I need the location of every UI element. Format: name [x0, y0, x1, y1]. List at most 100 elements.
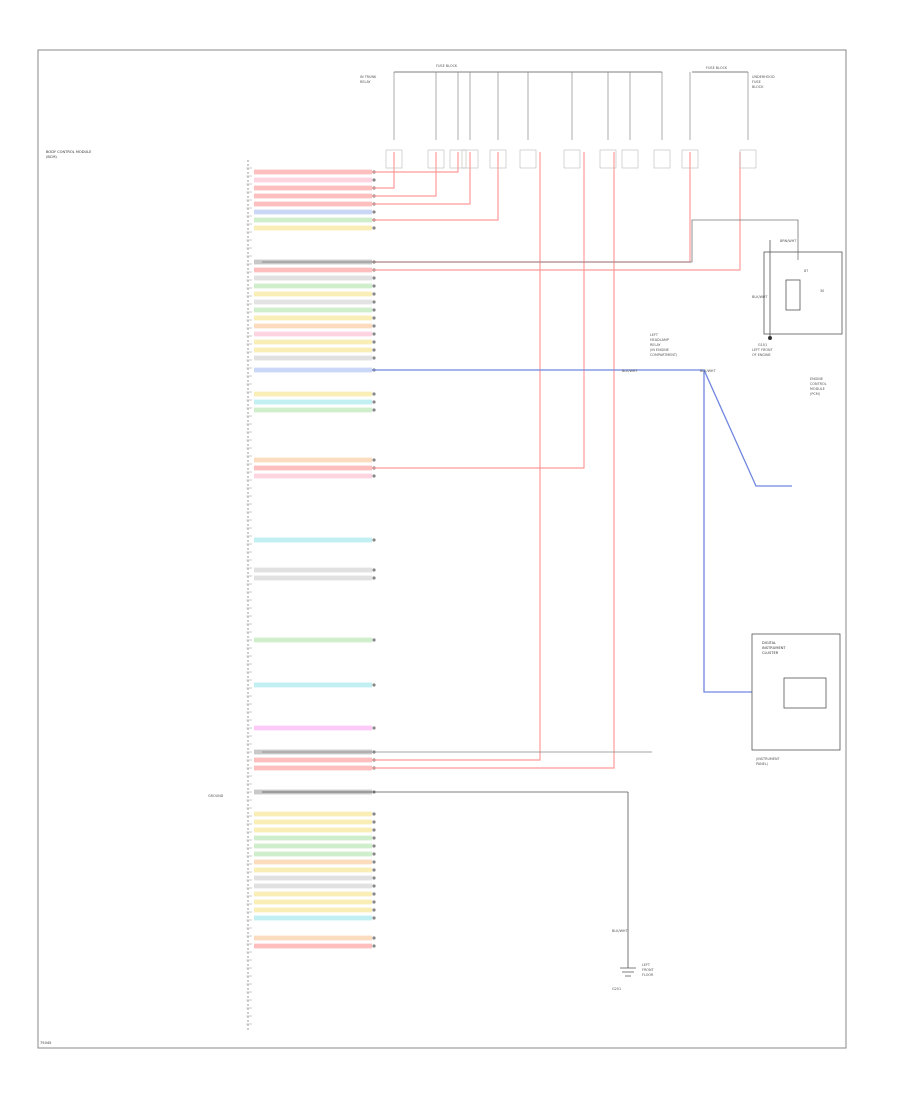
fuse-box-right-line3: BLOCK: [752, 85, 764, 89]
diagram-id: 75045: [40, 1041, 51, 1045]
wire-stripe: [254, 891, 372, 897]
wire-stripe: [254, 835, 372, 841]
wire-end-dot: [372, 408, 376, 412]
wire-end-dot: [372, 538, 376, 542]
wire-end-dot: [372, 820, 376, 824]
wire-stripe: [254, 169, 372, 175]
wire-end-dot: [372, 474, 376, 478]
relay-wire-label-blk: BLK/WHT: [752, 295, 768, 299]
relay-control-wire: [262, 219, 799, 263]
wire-end-dot: [372, 852, 376, 856]
wire-stripe: [254, 399, 372, 405]
wire-stripe: [254, 391, 372, 397]
wire-end-dot: [372, 944, 376, 948]
wire-stripe: [254, 283, 372, 289]
ground-label-2: LEFT FRONT: [752, 348, 774, 352]
ground-label-1: G101: [758, 343, 767, 347]
wire-end-dot: [372, 726, 376, 730]
fuse-feed-wire: [372, 152, 585, 469]
wire-end-dot: [372, 332, 376, 336]
wire-stripe: [254, 907, 372, 913]
relay-label-3: RELAY: [650, 343, 662, 347]
cluster-inner-module: [783, 677, 827, 709]
wire-end-dot: [372, 892, 376, 896]
wire-stripe: [254, 757, 372, 763]
wire-stripe: [254, 315, 372, 321]
wire-stripe: [254, 355, 372, 361]
relay-label-4: (IN ENGINE: [650, 348, 669, 352]
bcm-header-line2: (BCM): [46, 155, 57, 159]
wire-stripe: [254, 193, 372, 199]
g201-ground-symbol: [620, 967, 636, 977]
wire-stripe: [254, 537, 372, 543]
wire-stripe: [254, 567, 372, 573]
fuse-box: [449, 149, 467, 169]
wire-end-dot: [372, 836, 376, 840]
wire-end-dot: [372, 936, 376, 940]
wire-stripe: [254, 465, 372, 471]
cluster-label-3: CLUSTER: [762, 651, 779, 655]
splice-right-label: BLK/WHT: [700, 369, 716, 373]
wire-stripe: [254, 811, 372, 817]
wire-stripe: [254, 883, 372, 889]
fuse-box: [681, 149, 699, 169]
wire-end-dot: [372, 308, 376, 312]
wire-stripe: [254, 267, 372, 273]
wire-end-dot: [372, 226, 376, 230]
wire-stripe: [254, 185, 372, 191]
data-line-to-ecm: [703, 369, 792, 487]
wire-end-dot: [372, 292, 376, 296]
ecm-label-1: ENGINE: [810, 377, 823, 381]
wire-end-dot: [372, 316, 376, 320]
wire-end-dot: [372, 340, 376, 344]
wire-stripe: [254, 473, 372, 479]
wire-end-dot: [372, 356, 376, 360]
wire-stripe: [254, 209, 372, 215]
fuse-box: [739, 149, 757, 169]
fuse-box: [621, 149, 639, 169]
wire-stripe: [254, 915, 372, 921]
ecm-label-3: MODULE: [810, 387, 825, 391]
wire-stripe: [254, 225, 372, 231]
fuse-block-right-label: FUSE BLOCK: [706, 66, 728, 70]
bottom-ground-label: GROUND: [208, 794, 224, 798]
wire-stripe: [254, 637, 372, 643]
fuse-box: [461, 149, 479, 169]
diagram-frame: [37, 49, 847, 1049]
wire-end-dot: [372, 210, 376, 214]
fuse-box: [519, 149, 537, 169]
fuse-box: [599, 149, 617, 169]
fuse-block-left-label: FUSE BLOCK: [436, 64, 458, 68]
wire-stripe: [254, 827, 372, 833]
lower-ground-label-5: FLOOR: [642, 973, 654, 977]
lower-ground-label-4: FRONT: [642, 968, 655, 972]
wire-stripe: [254, 867, 372, 873]
fuse-feed-wire: [372, 152, 471, 205]
fuse-feed-wire: [372, 152, 541, 761]
splice-left-label: BLK/WHT: [622, 369, 638, 373]
fuse-feed-wire: [372, 152, 741, 271]
wire-end-dot: [372, 908, 376, 912]
wires-group: [254, 152, 799, 949]
wire-stripe: [254, 307, 372, 313]
wire-stripe: [254, 323, 372, 329]
fuse-group: [385, 72, 757, 169]
ground-label-3: OF ENGINE: [752, 353, 771, 357]
wire-stripe: [254, 291, 372, 297]
cluster-note-1: (INSTRUMENT: [756, 757, 781, 761]
relay-terminal-87: 87: [804, 269, 808, 273]
cluster-label-1: DIGITAL: [762, 641, 776, 645]
wire-stripe: [254, 347, 372, 353]
fuse-box-right-line1: UNDERHOOD: [752, 75, 775, 79]
wire-end-dot: [372, 400, 376, 404]
wire-stripe: [254, 859, 372, 865]
wire-end-dot: [372, 392, 376, 396]
relay-label-5: COMPARTMENT): [650, 353, 678, 357]
fuse-box: [653, 149, 671, 169]
wire-stripe: [254, 217, 372, 223]
wire-end-dot: [372, 916, 376, 920]
fuse-box: [385, 149, 403, 169]
fuse-feed-wire: [372, 152, 437, 197]
pins-group: [246, 167, 252, 1025]
